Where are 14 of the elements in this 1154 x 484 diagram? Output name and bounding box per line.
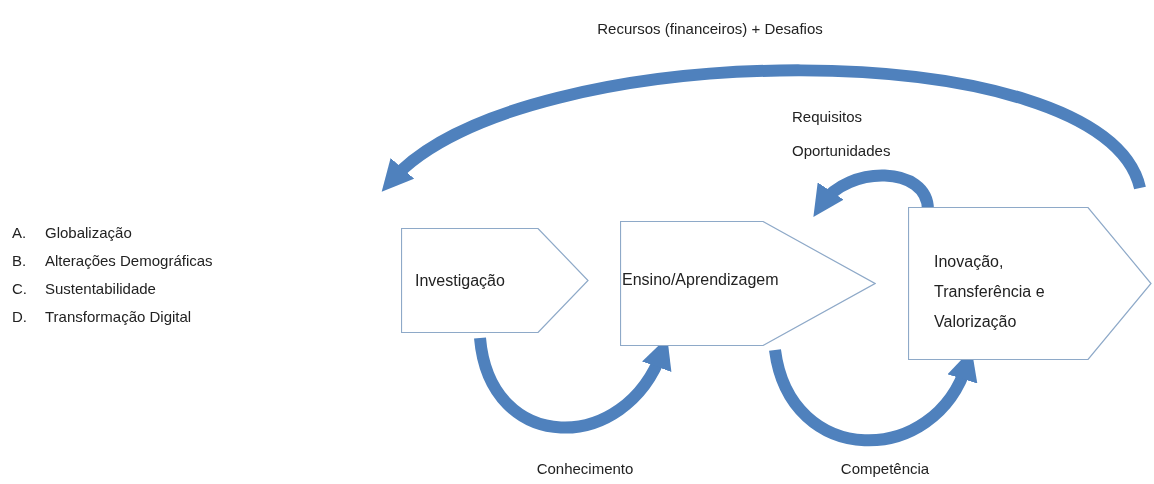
node-text: Ensino/Aprendizagem xyxy=(622,270,780,290)
list-item-text: Alterações Demográficas xyxy=(45,252,213,269)
list-item-text: Globalização xyxy=(45,224,132,241)
curved-arrow xyxy=(379,64,1146,191)
list-item-text: Transformação Digital xyxy=(45,308,192,325)
list-item-text: Sustentabilidade xyxy=(45,280,156,297)
curved-arrow xyxy=(474,336,670,434)
list-marker: A. xyxy=(12,224,27,241)
list-marker: C. xyxy=(12,280,27,297)
curved-arrow xyxy=(769,348,976,447)
node-text: Investigação xyxy=(415,271,506,291)
list-marker: B. xyxy=(12,252,27,269)
list-marker: D. xyxy=(12,308,27,325)
node-text: Inovação, Transferência e Valorização xyxy=(934,252,1046,332)
